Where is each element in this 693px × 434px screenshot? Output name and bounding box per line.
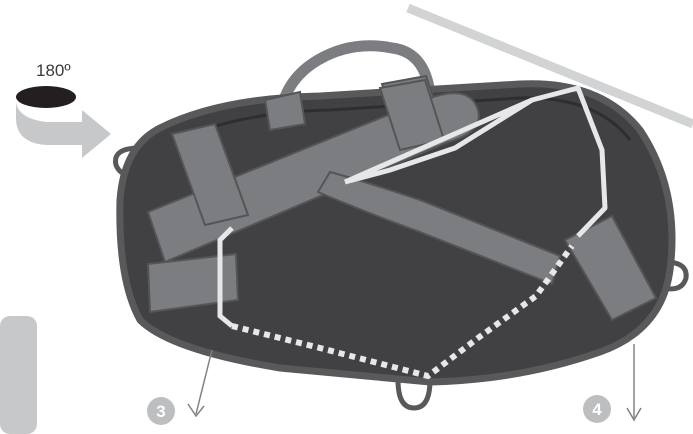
down-arrow-icon <box>627 344 641 420</box>
rotate-180-arrow-icon: 180º <box>16 61 111 158</box>
step-4-number: 4 <box>592 400 602 419</box>
rotation-label: 180º <box>36 61 71 80</box>
down-arrow-icon <box>188 350 212 416</box>
step-3-marker: 3 <box>147 350 212 425</box>
step-3-number: 3 <box>156 402 165 421</box>
side-panel <box>0 316 37 434</box>
